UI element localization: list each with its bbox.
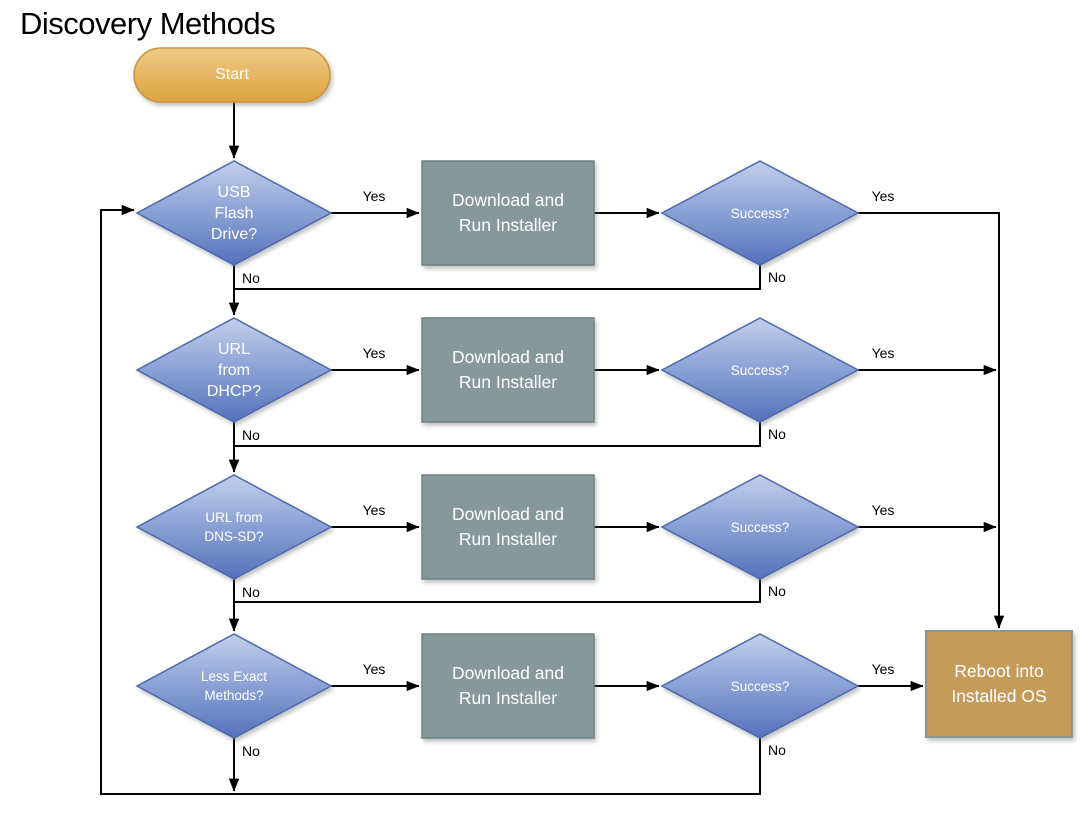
installer-box-4: [421, 633, 595, 739]
success-diamond-1: [660, 160, 860, 266]
success-diamond-4: [660, 633, 860, 739]
edge-success2-no: [234, 422, 761, 447]
installer-box-3: [421, 474, 595, 580]
decision-less-exact-methods-diamond: [135, 633, 333, 739]
decision-usb-flash-drive-diamond: [135, 160, 333, 266]
installer-box-1: [421, 160, 595, 266]
reboot-box: [925, 630, 1073, 738]
edge-success4-no-loop-to-usb: [100, 204, 761, 795]
start-node: [133, 47, 331, 103]
decision-url-from-dnssd-diamond: [135, 474, 333, 580]
edge-success1-no: [234, 265, 761, 290]
page-title: Discovery Methods: [20, 6, 276, 41]
decision-url-from-dhcp-diamond: [135, 317, 333, 423]
success-diamond-2: [660, 317, 860, 423]
success-diamond-3: [660, 474, 860, 580]
edge-success1-yes-to-reboot: [858, 212, 1005, 629]
edge-success3-no: [234, 579, 761, 603]
installer-box-2: [421, 317, 595, 423]
